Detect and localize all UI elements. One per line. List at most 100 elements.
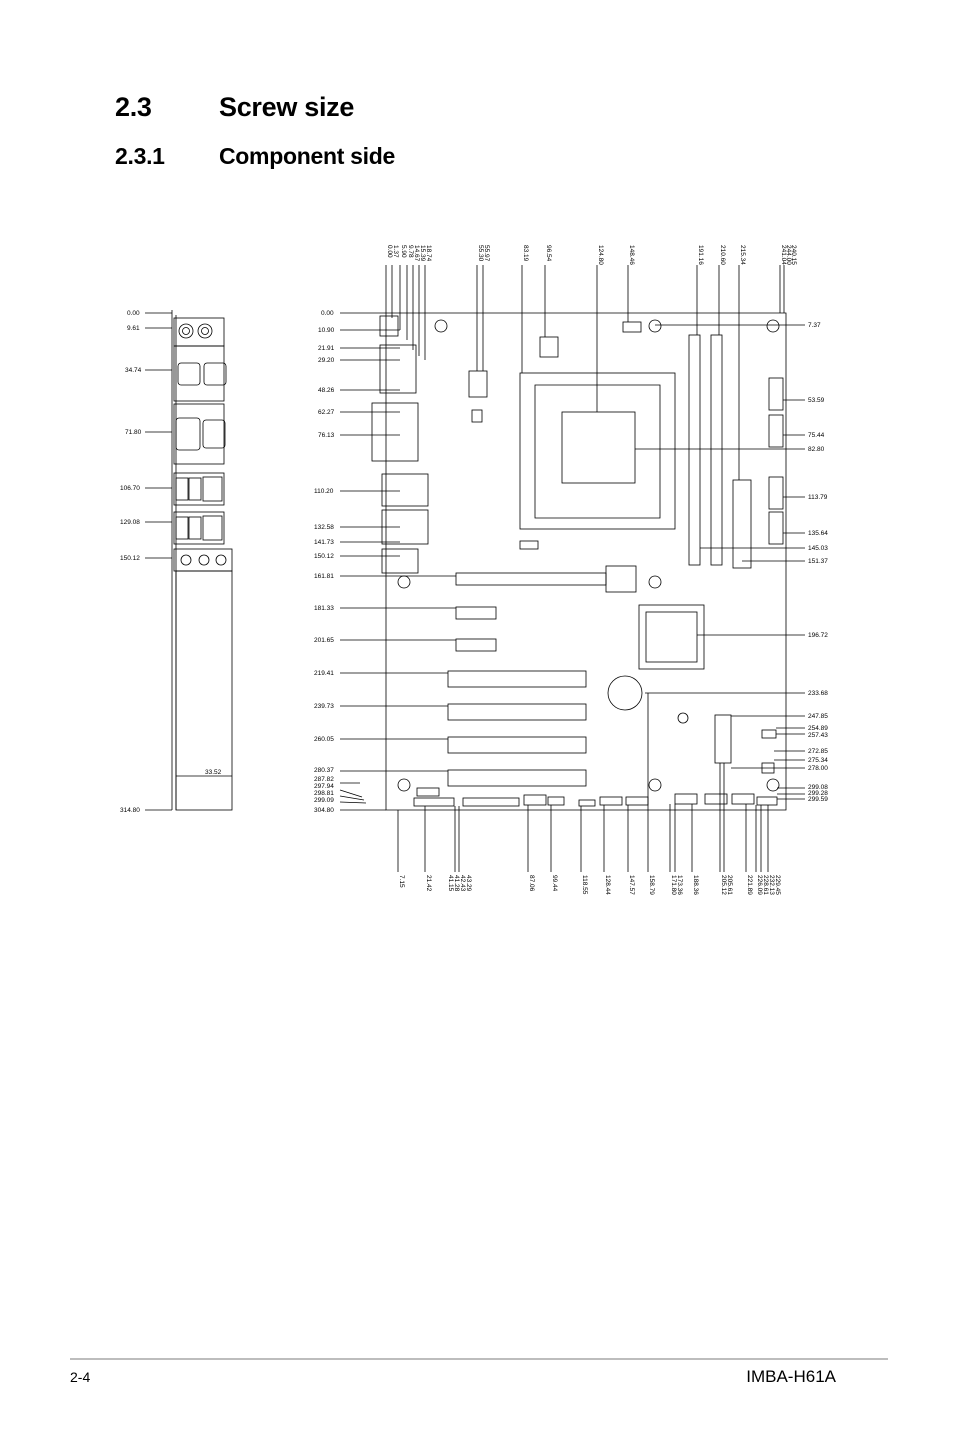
dim-label: 150.12 [314,553,334,560]
dim-label: 132.58 [314,524,334,531]
dim-label: 299.09 [314,797,334,804]
dim-label: 87.06 [528,875,535,892]
dim-label: 201.65 [314,637,334,644]
dim-label: 314.80 [120,807,140,814]
dim-label: 128.44 [604,875,611,895]
dim-label: 18.74 [425,245,432,262]
dim-label: 113.79 [808,494,828,501]
board-left-labels: 0.00 10.90 21.91 29.20 48.26 62.27 76.13… [314,310,335,814]
dim-label: 173.36 [676,875,683,895]
dim-label: 304.80 [314,807,334,814]
dim-label: 48.26 [318,387,335,394]
dim-label: 150.12 [120,555,140,562]
dim-label: 239.73 [314,703,334,710]
dim-label: 210.60 [719,245,726,265]
dim-label: 41.28 [453,875,460,892]
dim-label: 260.05 [314,736,334,743]
subsection-number: 2.3.1 [115,143,165,169]
dim-label: 106.70 [120,485,140,492]
board-bottom-labels: 7.15 21.42 41.15 41.28 42.43 43.29 87.06… [398,875,781,895]
dim-label: 232.13 [768,875,775,895]
io-panel-drawing [145,310,233,811]
product-model: IMBA-H61A [746,1367,836,1386]
dim-label: 158.79 [648,875,655,895]
dim-label: 275.34 [808,757,828,764]
dim-label: 135.64 [808,530,828,537]
dim-label: 254.89 [808,725,828,732]
dim-label: 7.15 [398,875,405,888]
dim-label: 141.73 [314,539,334,546]
section-number: 2.3 [115,92,152,122]
board-top-labels: 0.00 1.37 5.90 9.78 14.67 15.39 18.74 55… [386,245,797,265]
dim-label: 297.94 [314,783,334,790]
board-right-labels: 7.37 53.59 75.44 82.80 113.79 135.64 145… [808,322,828,803]
dim-label: 241.04 [780,245,787,265]
dim-label: 161.81 [314,573,334,580]
dim-label: 14.67 [413,245,420,262]
dim-label: 221.89 [746,875,753,895]
dim-label: 62.27 [318,409,335,416]
dim-label: 21.42 [425,875,432,892]
dim-label: 205.61 [726,875,733,895]
dim-label: 181.33 [314,605,334,612]
dim-label: 99.44 [551,875,558,892]
dim-label: 55.97 [483,245,490,262]
dim-label: 244.00 [785,245,792,265]
dim-label: 278.00 [808,765,828,772]
dim-label: 33.52 [205,769,222,776]
board-drawing [339,265,805,872]
dim-label: 118.55 [581,875,588,895]
dim-label: 247.85 [808,713,828,720]
dim-label: 145.03 [808,545,828,552]
dim-label: 9.61 [127,325,140,332]
dim-label: 272.85 [808,748,828,755]
dim-label: 205.12 [720,875,727,895]
dim-label: 29.20 [318,357,335,364]
dim-label: 43.29 [465,875,472,892]
dim-label: 299.59 [808,796,828,803]
dim-label: 5.90 [400,245,407,258]
dim-label: 75.44 [808,432,825,439]
dim-label: 287.82 [314,776,334,783]
dim-label: 42.43 [459,875,466,892]
dim-label: 10.90 [318,327,335,334]
dim-label: 191.16 [697,245,704,265]
dim-label: 83.19 [522,245,529,262]
dim-label: 299.08 [808,784,828,791]
dim-label: 15.39 [419,245,426,262]
dim-label: 299.28 [808,790,828,797]
dim-label: 124.80 [597,245,604,265]
dim-label: 34.74 [125,367,142,374]
dim-label: 53.59 [808,397,825,404]
dim-label: 229.45 [774,875,781,895]
dim-label: 71.80 [125,429,142,436]
dim-label: 9.78 [407,245,414,258]
dim-label: 21.91 [318,345,335,352]
dim-label: 110.20 [314,488,334,495]
dim-label: 0.00 [321,310,334,317]
section-heading: 2.3 Screw size [115,92,354,123]
dim-label: 147.57 [628,875,635,895]
section-title: Screw size [219,92,355,122]
io-panel-labels: 0.00 9.61 34.74 71.80 106.70 129.08 150.… [120,310,222,814]
dim-label: 298.81 [314,790,334,797]
dim-label: 7.37 [808,322,821,329]
dim-label: 233.68 [808,690,828,697]
dim-label: 151.37 [808,558,828,565]
page-number: 2-4 [70,1369,91,1385]
dim-label: 171.80 [670,875,677,895]
dim-label: 215.34 [739,245,746,265]
dim-label: 226.09 [756,875,763,895]
dim-label: 76.13 [318,432,335,439]
dim-label: 257.43 [808,732,828,739]
dim-label: 148.46 [628,245,635,265]
dim-label: 219.41 [314,670,334,677]
dim-label: 0.00 [386,245,393,258]
dim-label: 55.30 [477,245,484,262]
dim-label: 41.15 [447,875,454,892]
dim-label: 196.72 [808,632,828,639]
dim-label: 82.80 [808,446,825,453]
dim-label: 129.08 [120,519,140,526]
